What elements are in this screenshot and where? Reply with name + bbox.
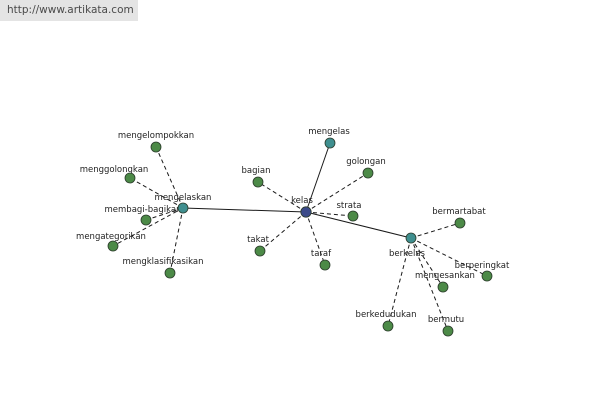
node-label-berkelas: berkelas: [389, 249, 426, 259]
node-label-takat: takat: [247, 235, 270, 245]
node-label-berperingkat: berperingkat: [455, 261, 510, 271]
edge-berkelas-berperingkat: [410, 237, 488, 277]
edge-kelas-bagian: [257, 181, 307, 213]
node-mengelompokkan[interactable]: [150, 141, 162, 153]
node-label-bagian: bagian: [242, 166, 271, 176]
node-takat[interactable]: [254, 245, 266, 257]
node-label-strata: strata: [336, 201, 361, 211]
node-bagian[interactable]: [252, 176, 264, 188]
node-label-mengelompokkan: mengelompokkan: [118, 131, 194, 141]
edge-berkelas-mengesankan: [410, 237, 444, 288]
node-mengelas[interactable]: [324, 137, 336, 149]
node-label-mengelas: mengelas: [308, 127, 350, 137]
node-label-mengesankan: mengesankan: [415, 271, 475, 281]
node-membagi-bagikan[interactable]: [140, 214, 152, 226]
node-strata[interactable]: [347, 210, 359, 222]
edge-berkelas-berkedudukan: [387, 237, 412, 327]
node-label-berkedudukan: berkedudukan: [356, 310, 417, 320]
edge-kelas-mengelaskan: [182, 207, 307, 213]
edge-kelas-mengelas: [305, 142, 331, 213]
node-label-mengelaskan: mengelaskan: [155, 193, 212, 203]
edge-berkelas-bermartabat: [410, 222, 461, 239]
node-bermutu[interactable]: [442, 325, 454, 337]
node-label-menggolongkan: menggolongkan: [80, 165, 149, 175]
node-taraf[interactable]: [319, 259, 331, 271]
site-url-banner[interactable]: http://www.artikata.com: [0, 0, 138, 21]
node-label-mengategorikan: mengategorikan: [76, 232, 146, 242]
nodes-layer: [107, 137, 493, 337]
edge-berkelas-bermutu: [410, 237, 449, 332]
edge-mengelaskan-menggolongkan: [129, 177, 184, 209]
edge-kelas-takat: [259, 211, 307, 252]
edge-mengelaskan-mengategorikan: [112, 207, 184, 247]
node-label-taraf: taraf: [311, 249, 332, 259]
node-berkedudukan[interactable]: [382, 320, 394, 332]
edge-kelas-berkelas: [305, 211, 412, 239]
node-label-kelas: kelas: [291, 196, 313, 206]
node-label-bermartabat: bermartabat: [432, 207, 486, 217]
labels-layer: kelas mengelas mengelaskan berkelas golongan…: [76, 127, 510, 325]
node-mengklasifikasikan[interactable]: [164, 267, 176, 279]
edges-layer: [112, 142, 488, 332]
node-label-golongan: golongan: [346, 157, 386, 167]
node-mengategorikan[interactable]: [107, 240, 119, 252]
edge-kelas-strata: [305, 211, 354, 217]
node-mengelaskan[interactable]: [177, 202, 189, 214]
node-label-bermutu: bermutu: [428, 315, 464, 325]
node-golongan[interactable]: [362, 167, 374, 179]
node-label-membagi-bagikan: membagi-bagikan: [105, 205, 182, 215]
node-kelas[interactable]: [300, 206, 312, 218]
node-mengesankan[interactable]: [437, 281, 449, 293]
node-menggolongkan[interactable]: [124, 172, 136, 184]
node-label-mengklasifikasikan: mengklasifikasikan: [122, 257, 203, 267]
edge-kelas-taraf: [305, 211, 326, 266]
edge-kelas-golongan: [305, 172, 369, 213]
node-bermartabat[interactable]: [454, 217, 466, 229]
node-berperingkat[interactable]: [481, 270, 493, 282]
node-berkelas[interactable]: [405, 232, 417, 244]
